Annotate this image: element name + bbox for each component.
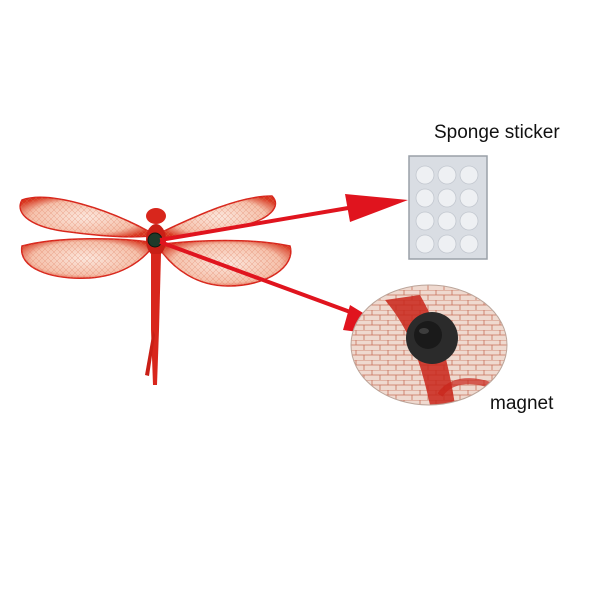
arrow-to-sticker [159,194,408,242]
sponge-sticker-sheet [408,155,488,260]
magnet-label: magnet [490,393,554,414]
sponge-sticker-label: Sponge sticker [434,122,560,143]
dragonfly-abdomen [151,254,161,385]
magnet-dot [147,232,163,248]
magnet-closeup [350,284,508,406]
dragonfly-head [146,208,166,224]
dragonfly [19,195,292,385]
